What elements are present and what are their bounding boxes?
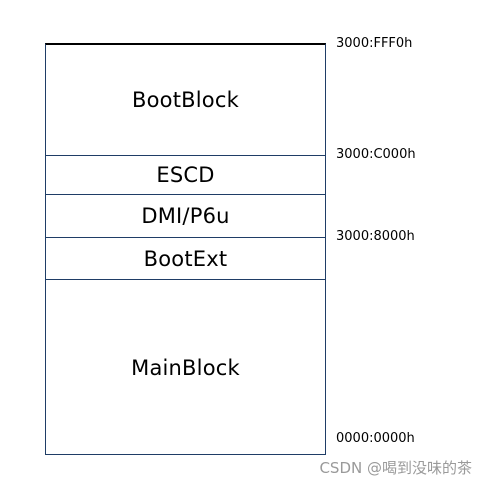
watermark: CSDN @喝到没味的茶 [319, 459, 472, 477]
region-divider [46, 155, 325, 156]
region-label: ESCD [156, 163, 215, 187]
region-label: DMI/P6u [141, 204, 230, 228]
region-bootext: BootExt [46, 238, 325, 279]
region-divider [46, 237, 325, 238]
address-label: 0000:0000h [336, 431, 415, 446]
region-label: BootBlock [132, 88, 239, 112]
region-escd: ESCD [46, 156, 325, 194]
region-label: MainBlock [131, 355, 240, 380]
address-label: 3000:8000h [336, 229, 415, 244]
region-mainblock: MainBlock [46, 280, 325, 455]
region-divider [46, 194, 325, 195]
address-label: 3000:FFF0h [336, 36, 413, 51]
region-bootblock: BootBlock [46, 45, 325, 155]
address-label: 3000:C000h [336, 147, 416, 162]
memory-map: BootBlock ESCD DMI/P6u BootExt MainBlock [45, 43, 326, 455]
region-divider [46, 279, 325, 280]
region-dmi-p6u: DMI/P6u [46, 195, 325, 237]
region-label: BootExt [143, 246, 228, 271]
